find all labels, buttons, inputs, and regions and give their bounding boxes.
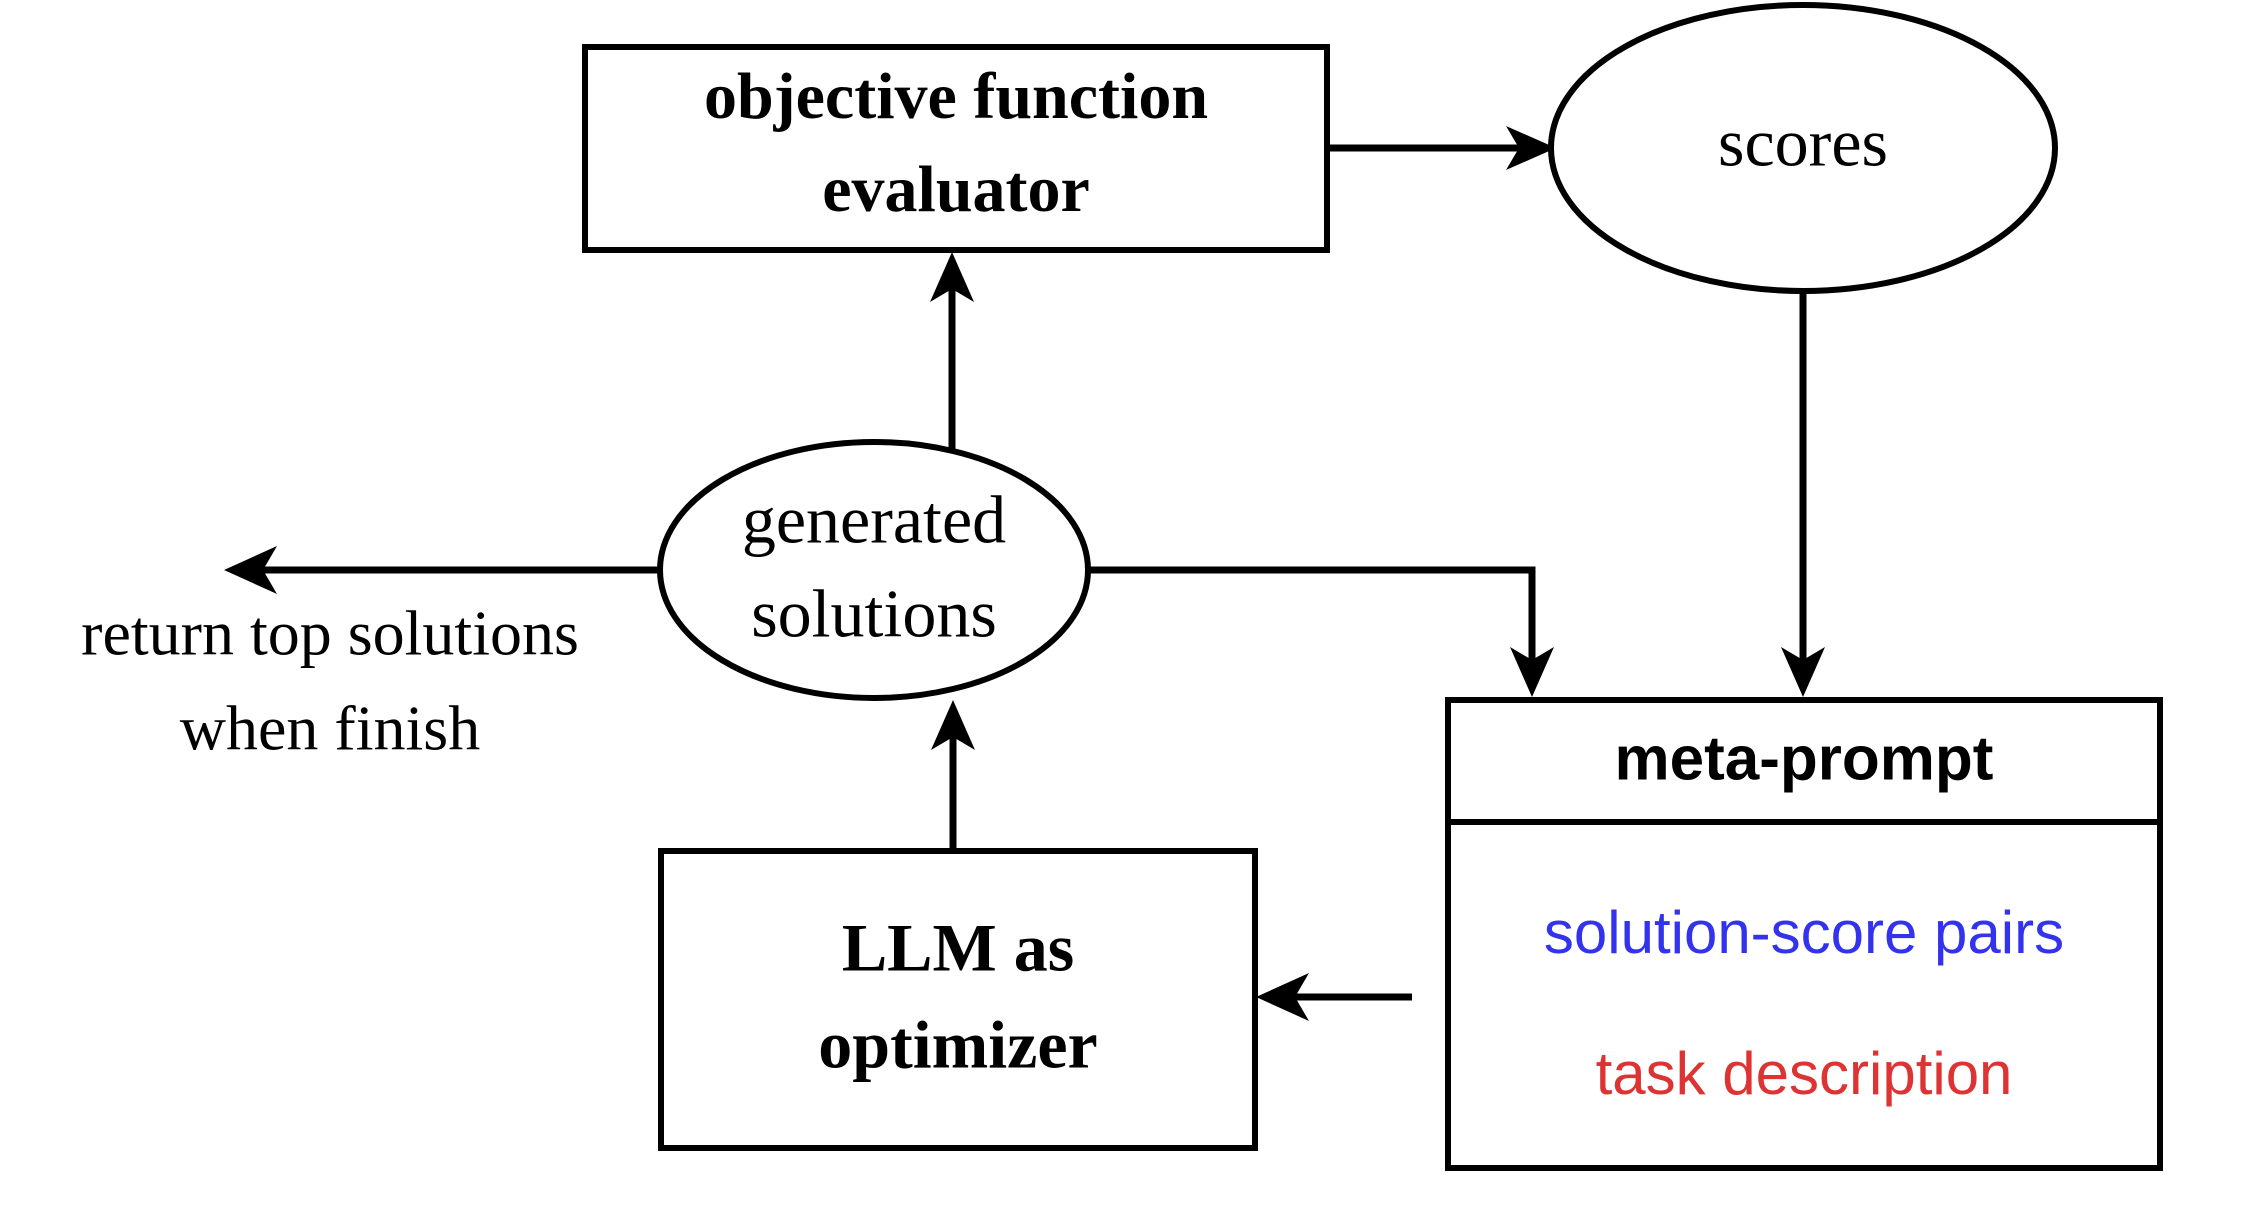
edge-generated-solutions-to-meta-prompt xyxy=(1088,566,1554,697)
llm-optimizer-line2: optimizer xyxy=(818,1007,1097,1083)
node-llm-as-optimizer[interactable]: LLM as optimizer xyxy=(658,848,1258,1151)
return-note-line2: when finish xyxy=(180,693,480,764)
return-note-line1: return top solutions xyxy=(81,598,579,669)
edge-meta-prompt-to-llm xyxy=(1256,973,1412,1021)
edge-llm-to-generated-solutions xyxy=(931,700,975,848)
scores-label: scores xyxy=(1718,105,1888,181)
meta-prompt-header: meta-prompt xyxy=(1615,724,1994,793)
meta-prompt-row-task-description: task description xyxy=(1596,1040,2013,1107)
edge-generated-solutions-to-return-note xyxy=(224,546,660,594)
node-generated-solutions[interactable]: generated solutions xyxy=(657,439,1091,701)
generated-solutions-line1: generated xyxy=(742,482,1006,558)
node-meta-prompt[interactable]: meta-prompt solution-score pairs task de… xyxy=(1445,697,2163,1171)
objective-evaluator-line2: evaluator xyxy=(822,153,1090,226)
llm-optimizer-line1: LLM as xyxy=(842,910,1074,986)
node-scores[interactable]: scores xyxy=(1548,2,2058,294)
node-objective-function-evaluator[interactable]: objective function evaluator xyxy=(582,44,1330,253)
objective-evaluator-line1: objective function xyxy=(704,60,1208,133)
edge-generated-solutions-to-evaluator xyxy=(930,252,974,450)
edge-evaluator-to-scores xyxy=(1327,126,1556,170)
meta-prompt-row-solution-score-pairs: solution-score pairs xyxy=(1544,899,2064,966)
generated-solutions-line2: solutions xyxy=(751,576,997,652)
edge-scores-to-meta-prompt xyxy=(1781,291,1825,697)
annotation-return-top-solutions: return top solutions when finish xyxy=(81,598,579,764)
